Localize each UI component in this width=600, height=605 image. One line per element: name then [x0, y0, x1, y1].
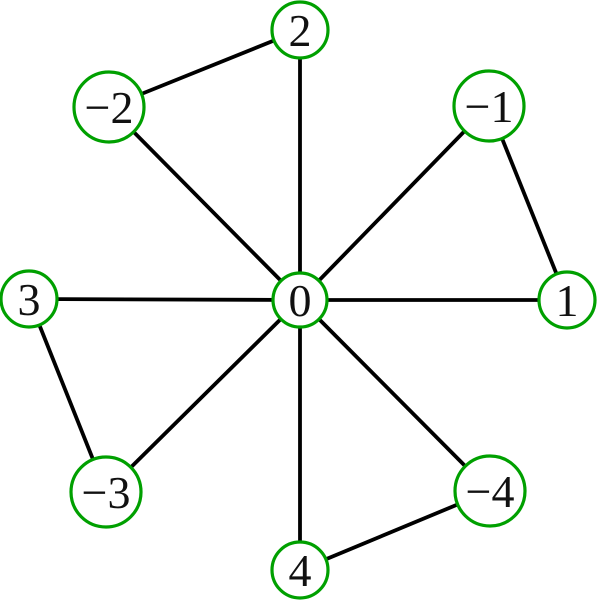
- graph-node-circle: [69, 455, 143, 529]
- graph-node: 1: [537, 270, 597, 330]
- graph-node-circle: [452, 69, 526, 143]
- graph-node: 3: [0, 269, 59, 329]
- graph-node-label: −4: [466, 466, 515, 517]
- graph-node-label: 3: [18, 274, 41, 325]
- graph-node-circle: [453, 454, 527, 528]
- graph-node-circle: [537, 270, 597, 330]
- graph-node-circle: [270, 540, 330, 600]
- graph-node-label: −3: [82, 467, 131, 518]
- graph-node: −2: [72, 70, 146, 144]
- graph-node-label: −1: [465, 81, 514, 132]
- graph-edge: [107, 105, 302, 302]
- graph-node-circle: [271, 271, 329, 329]
- graph-edge: [104, 298, 302, 494]
- graph-node: −1: [452, 69, 526, 143]
- graph-node: 4: [270, 540, 330, 600]
- graph-node: −4: [453, 454, 527, 528]
- graph-node-label: −2: [85, 82, 134, 133]
- graph-node-label: 2: [289, 5, 312, 56]
- graph-node: −3: [69, 455, 143, 529]
- graph-node-circle: [0, 269, 59, 329]
- graph-edge: [298, 298, 492, 493]
- graph-node-label: 0: [289, 275, 312, 326]
- graph-node-circle: [270, 0, 330, 60]
- graph-edge: [298, 104, 491, 302]
- graph-node-circle: [72, 70, 146, 144]
- graph-node-label: 1: [556, 275, 579, 326]
- graph-node-label: 4: [289, 545, 312, 596]
- graph-node: 2: [270, 0, 330, 60]
- graph-edge: [28, 297, 301, 302]
- graph-node: 0: [271, 271, 329, 329]
